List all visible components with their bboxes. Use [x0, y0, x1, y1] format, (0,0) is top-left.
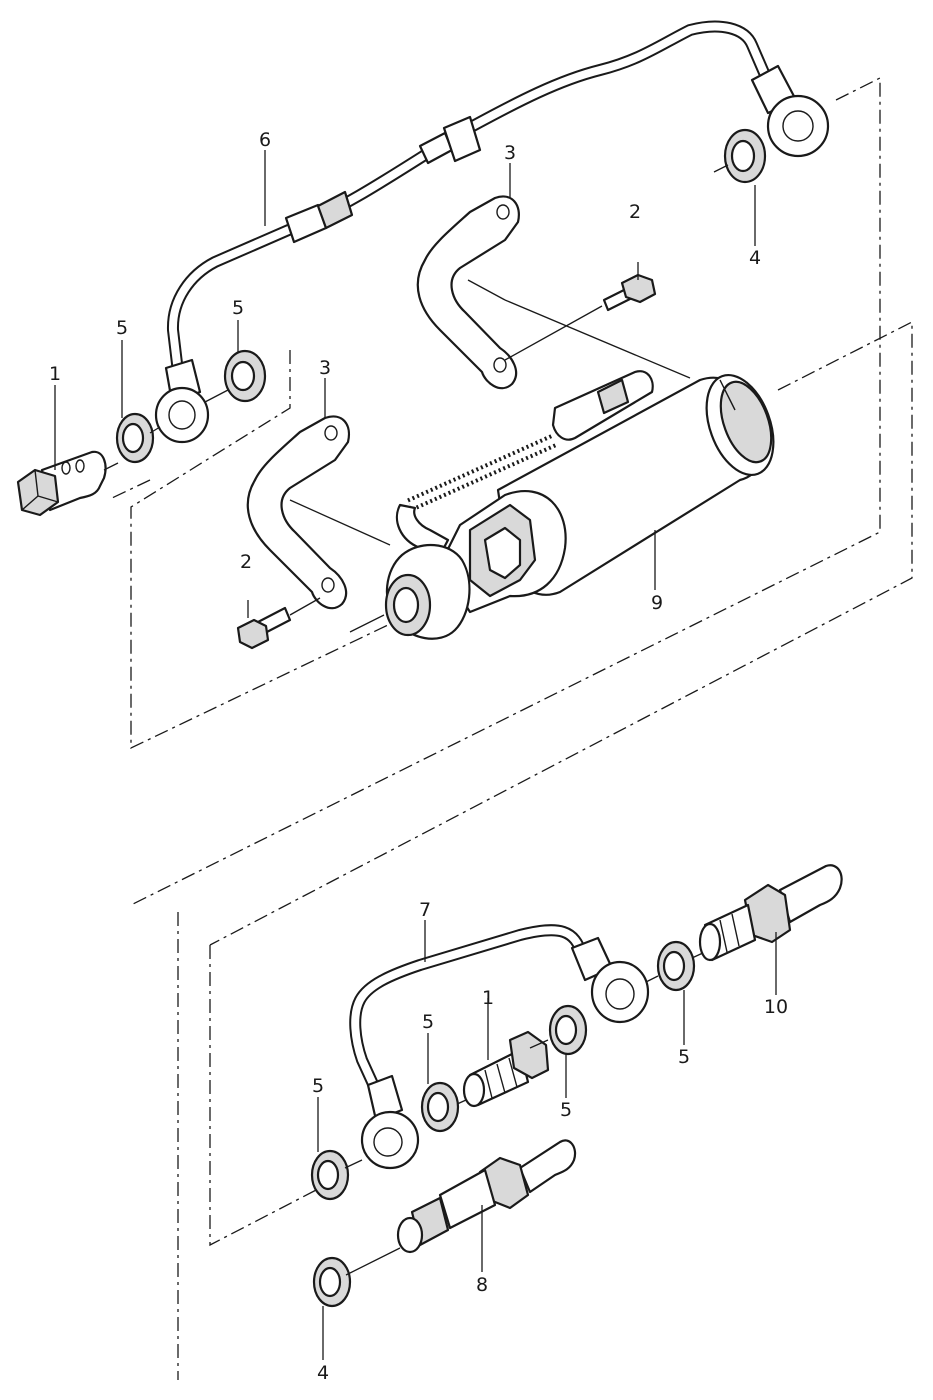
seal-ring-bottom-4	[645, 940, 706, 992]
seal-ring-bottom-3	[529, 1004, 588, 1056]
callout-1-bottom: 1	[482, 987, 494, 1009]
callout-5-bottom-4: 5	[678, 1046, 690, 1068]
callout-3-upper: 3	[504, 142, 516, 164]
bolt-lower	[236, 597, 321, 650]
callout-7: 7	[419, 899, 431, 921]
callout-9: 9	[651, 592, 663, 614]
fuel-line-lower	[349, 924, 650, 1170]
seal-ring-top-left	[115, 412, 161, 464]
callout-labels: 1 5 5 6 3 2 4 3 2 9 7 1 5 5 5 5 10 8 4	[49, 129, 788, 1384]
bracket-lower	[246, 415, 391, 610]
fuel-pump	[349, 370, 775, 640]
banjo-bolt-bottom	[454, 1030, 550, 1108]
callout-5-top-mid: 5	[232, 297, 244, 319]
callout-2-lower: 2	[240, 551, 252, 573]
seal-ring-top-mid	[204, 349, 267, 403]
callout-3-lower: 3	[319, 357, 331, 379]
callout-5-bottom-1: 5	[422, 1011, 434, 1033]
callout-10: 10	[764, 996, 788, 1018]
callout-8: 8	[476, 1274, 488, 1296]
callout-4-top: 4	[749, 247, 761, 269]
callout-5-bottom-2: 5	[312, 1075, 324, 1097]
seal-ring-bottom-2	[420, 1081, 460, 1133]
assembly-frame-lines	[111, 76, 913, 1380]
seal-ring-bottom-5	[312, 1247, 401, 1308]
seal-ring-top-right	[713, 128, 767, 184]
fuel-line-upper	[154, 20, 830, 444]
callout-5-bottom-3: 5	[560, 1099, 572, 1121]
union-fitting	[698, 864, 843, 962]
bolt-upper	[504, 262, 657, 361]
callout-6: 6	[259, 129, 271, 151]
seal-ring-bottom-1	[310, 1149, 363, 1201]
banjo-bolt-top	[16, 450, 119, 517]
callout-4-bottom: 4	[317, 1362, 329, 1384]
callout-2-upper: 2	[629, 201, 641, 223]
leader-bracket-upper-to-pump	[504, 299, 691, 379]
fitting-bottom	[396, 1139, 577, 1254]
callout-1-top: 1	[49, 363, 61, 385]
callout-5-top-left: 5	[116, 317, 128, 339]
bracket-upper	[416, 195, 520, 390]
callout-leaders	[54, 150, 777, 1360]
